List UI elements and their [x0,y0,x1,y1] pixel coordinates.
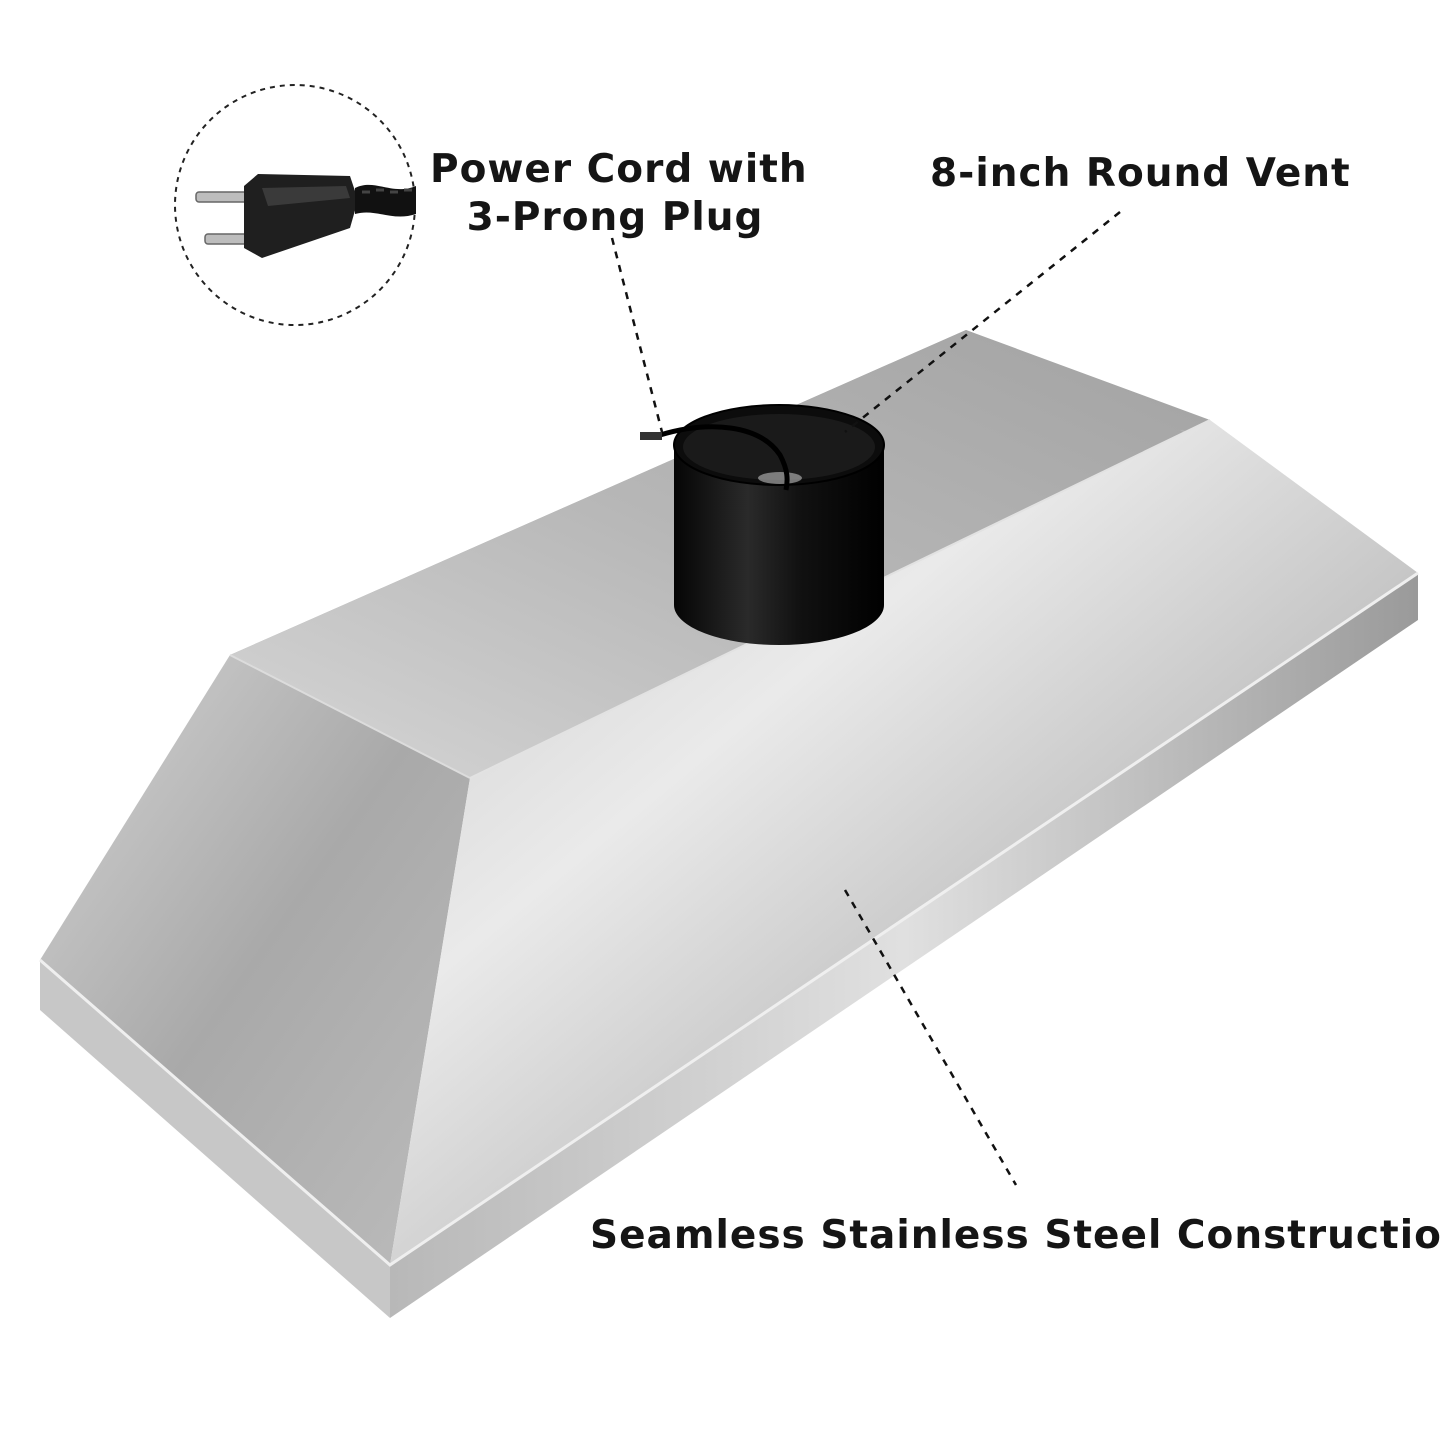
construction-callout: Seamless Stainless Steel Construction [590,1212,1445,1260]
power-cord-callout: Power Cord with 3-Prong Plug [430,146,808,242]
vent-callout: 8-inch Round Vent [930,150,1350,198]
power-cord-callout-line2: 3-Prong Plug [466,195,764,240]
construction-callout-text: Seamless Stainless Steel Construction [590,1213,1445,1258]
power-cord-callout-line1: Power Cord with [430,147,808,192]
construction-leader [843,889,1018,1186]
power-cord-leader [610,237,664,433]
vent-leader [844,211,1121,433]
plug-inset [174,84,416,326]
vent-callout-text: 8-inch Round Vent [930,151,1351,196]
three-prong-plug-icon [195,174,416,258]
round-vent [640,404,885,645]
leader-lines [610,211,1121,1186]
